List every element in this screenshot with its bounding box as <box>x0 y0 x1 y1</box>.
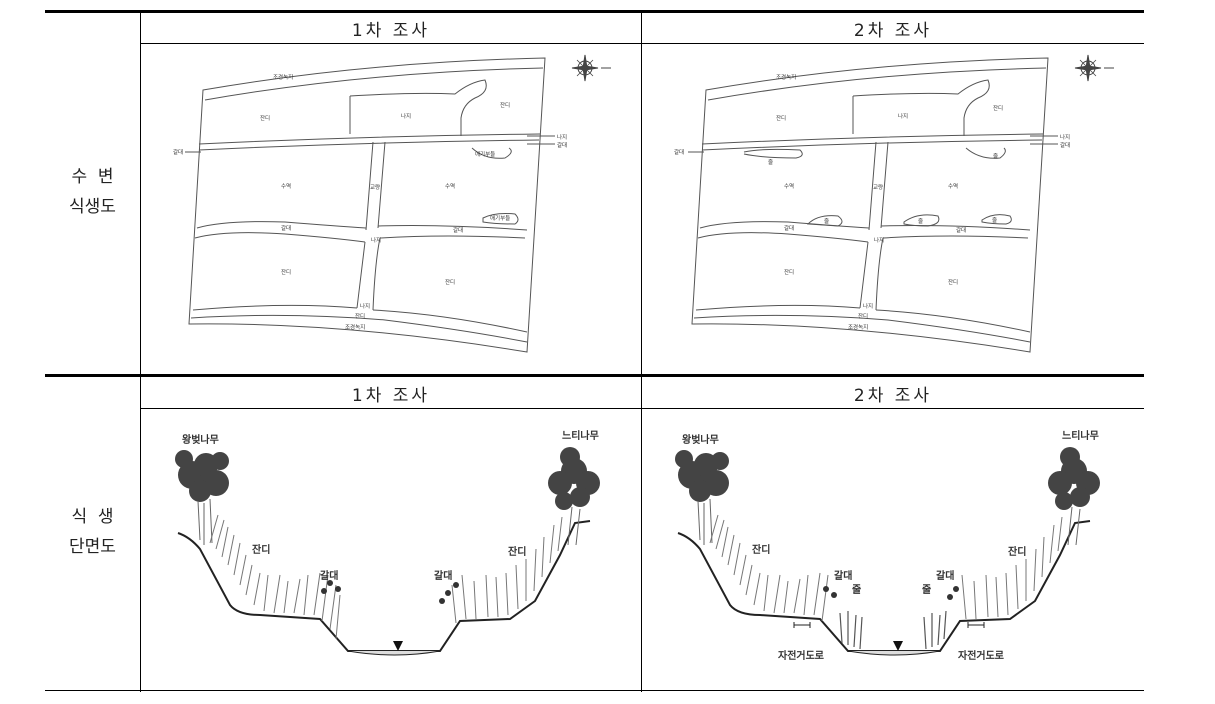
map2-label: 갈대 <box>1060 141 1070 149</box>
section1-label: 갈대 <box>434 569 452 582</box>
section2-label: 느티나무 <box>1062 429 1099 442</box>
row1-label-line2: 식생도 <box>69 197 116 217</box>
map2-label: 나지 <box>898 112 908 120</box>
label-column-divider <box>140 10 141 692</box>
vegetation-map-2: 조경녹지 잔디 나지 잔디 갈대 줄 나지 갈대 줄 수역 교량 수역 줄 줄 … <box>674 54 1114 353</box>
section2-label: 갈대 <box>834 569 852 582</box>
row1-label-line1: 수 변 <box>71 167 114 187</box>
map1-label: 애기부들 <box>475 150 495 158</box>
map2-label: 줄 <box>992 217 997 224</box>
map1-label: 나지 <box>557 133 567 141</box>
map1-label: 갈대 <box>281 224 291 232</box>
map2-label: 나지 <box>1060 133 1070 141</box>
vegetation-section-1: 왕벚나무 느티나무 잔디 잔디 갈대 갈대 <box>175 429 600 656</box>
section2-label: 자전거도로 <box>958 649 1004 662</box>
map1-label: 수역 <box>281 182 291 190</box>
row2-label-line1: 식 생 <box>71 507 114 527</box>
map1-label: 수역 <box>445 182 455 190</box>
map1-label: 조경녹지 <box>273 73 293 81</box>
map1-label: 잔디 <box>500 101 510 109</box>
row2-col1-header: 1차 조사 <box>351 385 431 406</box>
map2-label: 잔디 <box>948 278 958 286</box>
section2-label: 잔디 <box>1008 545 1026 558</box>
section1-label: 갈대 <box>320 569 338 582</box>
survey-column-divider <box>641 10 642 692</box>
map1-label: 갈대 <box>453 226 463 234</box>
section1-label: 왕벚나무 <box>182 433 219 446</box>
row2-label: 식 생 단면도 <box>45 502 140 562</box>
section1-label: 느티나무 <box>562 429 599 442</box>
map2-label: 나지 <box>863 302 873 310</box>
map2-label: 수역 <box>948 182 958 190</box>
vegetation-section-2: 왕벚나무 느티나무 잔디 잔디 갈대 갈대 줄 줄 자전거도로 자전거도로 <box>675 429 1100 662</box>
row1-label: 수 변 식생도 <box>45 162 140 222</box>
map2-label: 잔디 <box>784 268 794 276</box>
row2-label-line2: 단면도 <box>69 537 116 557</box>
map1-label: 나지 <box>371 236 381 244</box>
map2-label: 갈대 <box>784 224 794 232</box>
map2-label: 줄 <box>993 153 998 160</box>
map1-label: 잔디 <box>445 278 455 286</box>
section2-label: 자전거도로 <box>778 649 824 662</box>
map1-label: 잔디 <box>355 312 365 320</box>
row-divider <box>45 374 1144 377</box>
map1-label: 교량 <box>370 184 380 191</box>
map2-label: 조경녹지 <box>776 73 796 81</box>
map2-label: 잔디 <box>858 312 868 320</box>
table-top-border <box>45 10 1144 13</box>
map2-label: 줄 <box>768 159 773 166</box>
map2-label: 갈대 <box>674 148 684 156</box>
section2-label: 줄 <box>852 584 861 596</box>
row2-header-divider <box>140 408 1144 409</box>
map2-label: 수역 <box>784 182 794 190</box>
map2-label: 조경녹지 <box>848 323 868 331</box>
map2-label: 줄 <box>918 218 923 225</box>
map2-label: 교량 <box>873 184 883 191</box>
map2-label: 잔디 <box>776 114 786 122</box>
table-bottom-border <box>45 690 1144 691</box>
section1-label: 잔디 <box>252 543 270 556</box>
section2-label: 줄 <box>922 584 931 596</box>
row2-col2-header: 2차 조사 <box>853 385 933 406</box>
row1-col2-header: 2차 조사 <box>853 20 933 41</box>
row1-col1-header: 1차 조사 <box>351 20 431 41</box>
map2-label: 나지 <box>874 236 884 244</box>
map1-label: 애기부들 <box>490 214 510 222</box>
map2-label: 줄 <box>824 218 829 225</box>
section2-label: 왕벚나무 <box>682 433 719 446</box>
section2-label: 갈대 <box>936 569 954 582</box>
map1-label: 나지 <box>401 112 411 120</box>
map1-label: 갈대 <box>173 148 183 156</box>
section2-label: 잔디 <box>752 543 770 556</box>
map2-label: 갈대 <box>956 226 966 234</box>
row1-header-divider <box>140 43 1144 44</box>
vegetation-map-1: 조경녹지 잔디 나지 잔디 갈대 나지 갈대 애기부들 수역 교량 수역 애기부… <box>173 54 611 353</box>
map1-label: 갈대 <box>557 141 567 149</box>
map1-label: 잔디 <box>281 268 291 276</box>
map1-label: 잔디 <box>260 114 270 122</box>
map1-label: 조경녹지 <box>345 323 365 331</box>
section1-label: 잔디 <box>508 545 526 558</box>
vegetation-table: 1차 조사 2차 조사 수 변 식생도 1차 조사 2차 조사 식 생 단면도 <box>45 10 1144 692</box>
map1-label: 나지 <box>360 302 370 310</box>
map2-label: 잔디 <box>993 104 1003 112</box>
